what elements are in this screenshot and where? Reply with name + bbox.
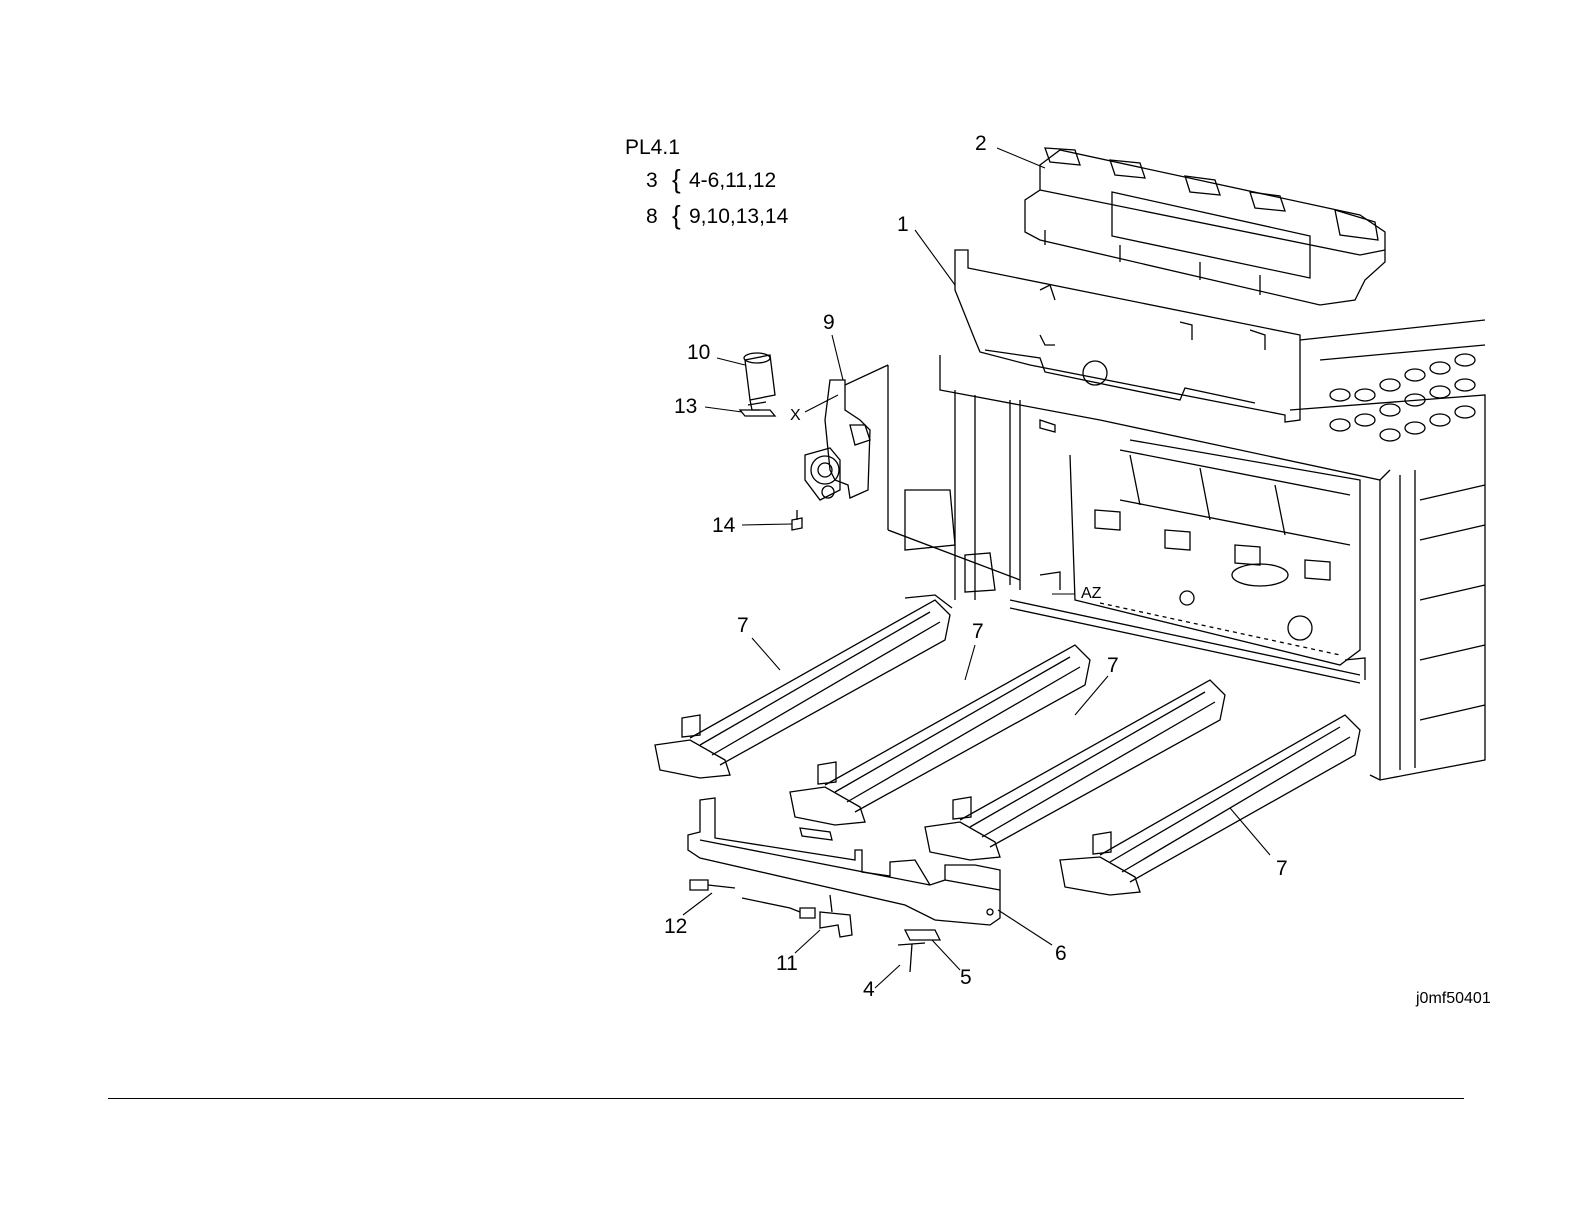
part-4-pin	[898, 943, 925, 972]
callout-part-2: 2	[975, 133, 987, 154]
part-13-washer	[740, 410, 775, 416]
main-frame-chassis	[940, 320, 1485, 780]
part-9-drive-assembly	[805, 365, 1020, 580]
callout-part-13: 13	[674, 396, 697, 417]
part-5-actuator	[905, 930, 940, 940]
callout-part-7-d: 7	[1276, 858, 1288, 879]
marker-x: X	[790, 408, 801, 424]
callout-part-14: 14	[712, 515, 735, 536]
callout-part-4: 4	[863, 979, 875, 1000]
callout-part-7-c: 7	[1107, 655, 1119, 676]
callout-part-12: 12	[664, 916, 687, 937]
part-7-drum-unit-3	[925, 680, 1225, 860]
part-11-sensor	[742, 895, 852, 937]
callout-part-9: 9	[823, 312, 835, 333]
part-10-motor	[744, 353, 775, 410]
footer-divider	[108, 1098, 1464, 1099]
figure-id: j0mf50401	[1416, 991, 1491, 1007]
callout-part-1: 1	[897, 214, 909, 235]
part-2-top-cover	[1025, 148, 1385, 305]
marker-az: AZ	[1081, 586, 1101, 602]
callout-part-10: 10	[687, 342, 710, 363]
leader-lines	[683, 148, 1270, 988]
part-14-screw	[792, 510, 802, 530]
callout-part-11: 11	[776, 953, 798, 974]
callout-part-7-b: 7	[972, 621, 984, 642]
part-1-bracket-plate	[955, 250, 1300, 422]
callout-part-7-a: 7	[737, 615, 749, 636]
callout-part-5: 5	[960, 967, 972, 988]
part-7-drum-unit-4	[1060, 715, 1360, 895]
part-12-connector	[690, 880, 735, 890]
callout-part-6: 6	[1055, 943, 1067, 964]
part-7-drum-unit-2	[790, 645, 1090, 825]
